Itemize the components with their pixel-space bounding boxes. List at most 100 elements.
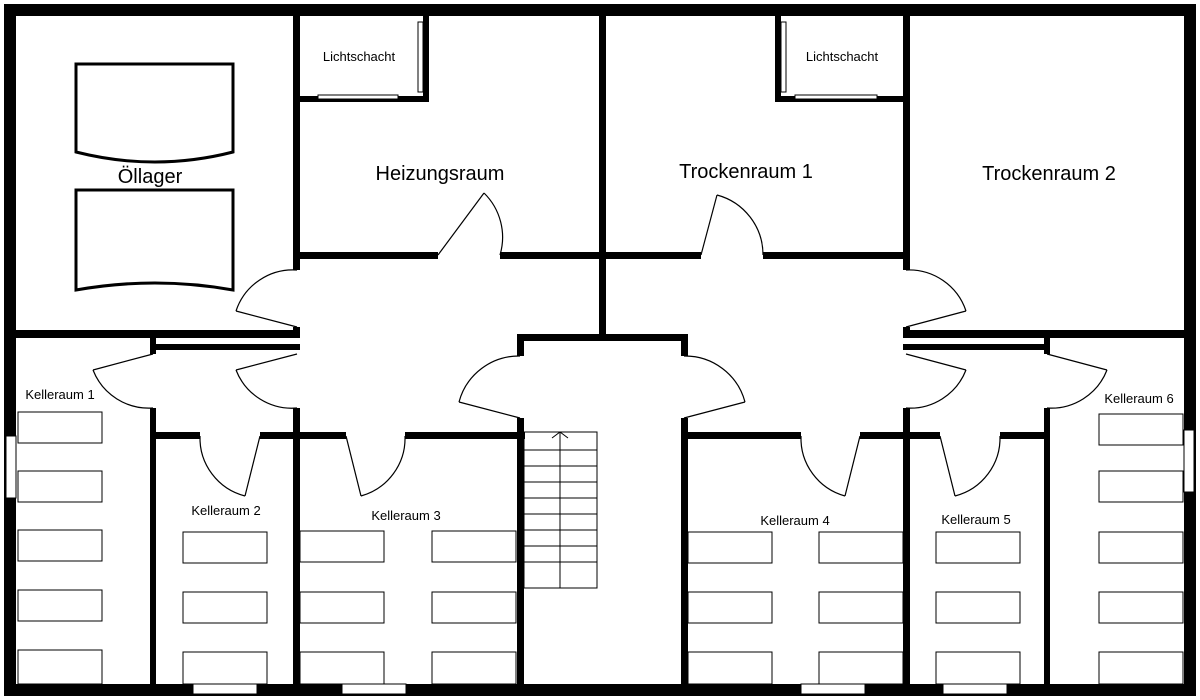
- wall-keller2-top-left: [150, 432, 200, 439]
- wall-stair-top: [517, 334, 688, 341]
- shelf: [431, 530, 517, 563]
- lichtschacht-left-window-v: [417, 21, 424, 93]
- door-kelleraum-6[interactable]: [1046, 353, 1108, 409]
- wall-stair-left-lower: [517, 418, 524, 684]
- room-label-oellager: Öllager: [118, 166, 183, 188]
- wall-keller1-top-stub: [150, 338, 156, 354]
- shelf: [1098, 470, 1184, 503]
- wall-keller4-top-left: [681, 432, 801, 439]
- wall-trocken2-bottom: [903, 330, 1196, 338]
- room-label-kelleraum-1: Kelleraum 1: [25, 387, 94, 402]
- window-kelleraum-2: [192, 683, 258, 695]
- outer-walls: [4, 4, 1196, 696]
- shelf: [1098, 531, 1184, 564]
- stair-arrow-icon: [551, 431, 569, 439]
- wall-keller5-top-right: [1000, 432, 1050, 439]
- wall-keller6-left: [1044, 408, 1050, 684]
- wall-keller2-top-right: [260, 432, 346, 439]
- door-corridor-right[interactable]: [905, 353, 967, 409]
- shelf: [182, 531, 268, 564]
- storage-shelves: [17, 411, 1184, 685]
- door-stairwell-left[interactable]: [458, 355, 521, 419]
- door-kelleraum-1[interactable]: [92, 353, 154, 409]
- room-label-kelleraum-6: Kelleraum 6: [1104, 391, 1173, 406]
- wall-heizung-bottom-right: [500, 252, 606, 259]
- shelf: [431, 651, 517, 685]
- wall-heizung-trocken: [599, 16, 606, 334]
- shelf: [818, 591, 904, 624]
- shelf: [687, 531, 773, 564]
- door-trockenraum-2[interactable]: [905, 269, 967, 328]
- wall-keller6-top-stub: [1044, 338, 1050, 354]
- interior-walls: [4, 16, 1196, 684]
- wall-heizung-bottom-left: [293, 252, 438, 259]
- shelf: [299, 530, 385, 563]
- door-oellager[interactable]: [235, 269, 298, 328]
- door-stairwell-right[interactable]: [683, 355, 746, 419]
- outer-wall-right: [1184, 4, 1196, 696]
- window-kelleraum-3: [341, 683, 407, 695]
- outer-wall-bottom: [4, 684, 1196, 696]
- shelf: [818, 651, 904, 685]
- lichtschacht-right-window-v: [780, 21, 787, 93]
- door-kelleraum-2[interactable]: [199, 435, 261, 497]
- shelf: [1098, 591, 1184, 624]
- oil-tanks: [74, 62, 235, 292]
- doors: [92, 192, 1108, 497]
- room-label-trockenraum-2: Trockenraum 2: [982, 163, 1116, 185]
- shelf: [182, 651, 268, 685]
- lichtschacht-right-window-h: [794, 94, 878, 100]
- wall-corridor-right: [903, 344, 1050, 350]
- outer-wall-left: [4, 4, 16, 696]
- shelf: [17, 470, 103, 503]
- shelf: [299, 591, 385, 624]
- shelf: [818, 531, 904, 564]
- room-label-kelleraum-3: Kelleraum 3: [371, 508, 440, 523]
- wall-keller3-top-right: [405, 432, 525, 439]
- door-kelleraum-5[interactable]: [939, 435, 1001, 497]
- wall-trocken1-bottom-left: [599, 252, 701, 259]
- wall-keller2-3-divider: [293, 408, 300, 684]
- wall-corridor-left: [156, 344, 300, 350]
- door-heizungsraum[interactable]: [437, 192, 504, 256]
- shelf: [17, 529, 103, 562]
- room-label-kelleraum-2: Kelleraum 2: [191, 503, 260, 518]
- window-kelleraum-1: [5, 435, 17, 499]
- wall-oellager-right: [293, 16, 300, 270]
- shelf: [1098, 413, 1184, 446]
- wall-oellager-bottom: [4, 330, 300, 338]
- door-corridor-left[interactable]: [235, 353, 298, 409]
- wall-trocken1-bottom-right: [763, 252, 910, 259]
- outer-wall-top: [4, 4, 1196, 16]
- room-label-heizungsraum: Heizungsraum: [376, 163, 505, 185]
- oil-tank-lower: [74, 188, 235, 292]
- window-kelleraum-4: [800, 683, 866, 695]
- shelf: [17, 411, 103, 444]
- lichtschacht-right-wall-v: [775, 16, 781, 102]
- shelf: [431, 591, 517, 624]
- door-trockenraum-1[interactable]: [700, 194, 764, 256]
- lichtschacht-left: Lichtschacht: [300, 16, 429, 102]
- room-labels: Öllager Heizungsraum Trockenraum 1 Trock…: [25, 161, 1173, 528]
- shelf: [299, 651, 385, 685]
- lichtschacht-left-window-h: [317, 94, 399, 100]
- room-label-lichtschacht-right: Lichtschacht: [806, 49, 879, 64]
- oil-tank-upper: [74, 62, 235, 164]
- wall-keller4-5-divider: [903, 408, 910, 684]
- shelf: [935, 591, 1021, 624]
- wall-trocken1-trocken2: [903, 16, 910, 270]
- room-label-kelleraum-5: Kelleraum 5: [941, 512, 1010, 527]
- wall-stair-left-upper: [517, 334, 524, 356]
- shelf: [17, 649, 103, 685]
- door-kelleraum-4[interactable]: [800, 435, 861, 497]
- lichtschacht-right: Lichtschacht: [775, 16, 910, 102]
- shelf: [687, 591, 773, 624]
- door-kelleraum-3[interactable]: [345, 435, 406, 497]
- wall-stair-right-upper: [681, 334, 688, 356]
- wall-keller4-top-right: [860, 432, 940, 439]
- window-kelleraum-5: [942, 683, 1008, 695]
- shelf: [182, 591, 268, 624]
- shelf: [935, 651, 1021, 685]
- window-kelleraum-6: [1183, 429, 1195, 493]
- room-label-kelleraum-4: Kelleraum 4: [760, 513, 829, 528]
